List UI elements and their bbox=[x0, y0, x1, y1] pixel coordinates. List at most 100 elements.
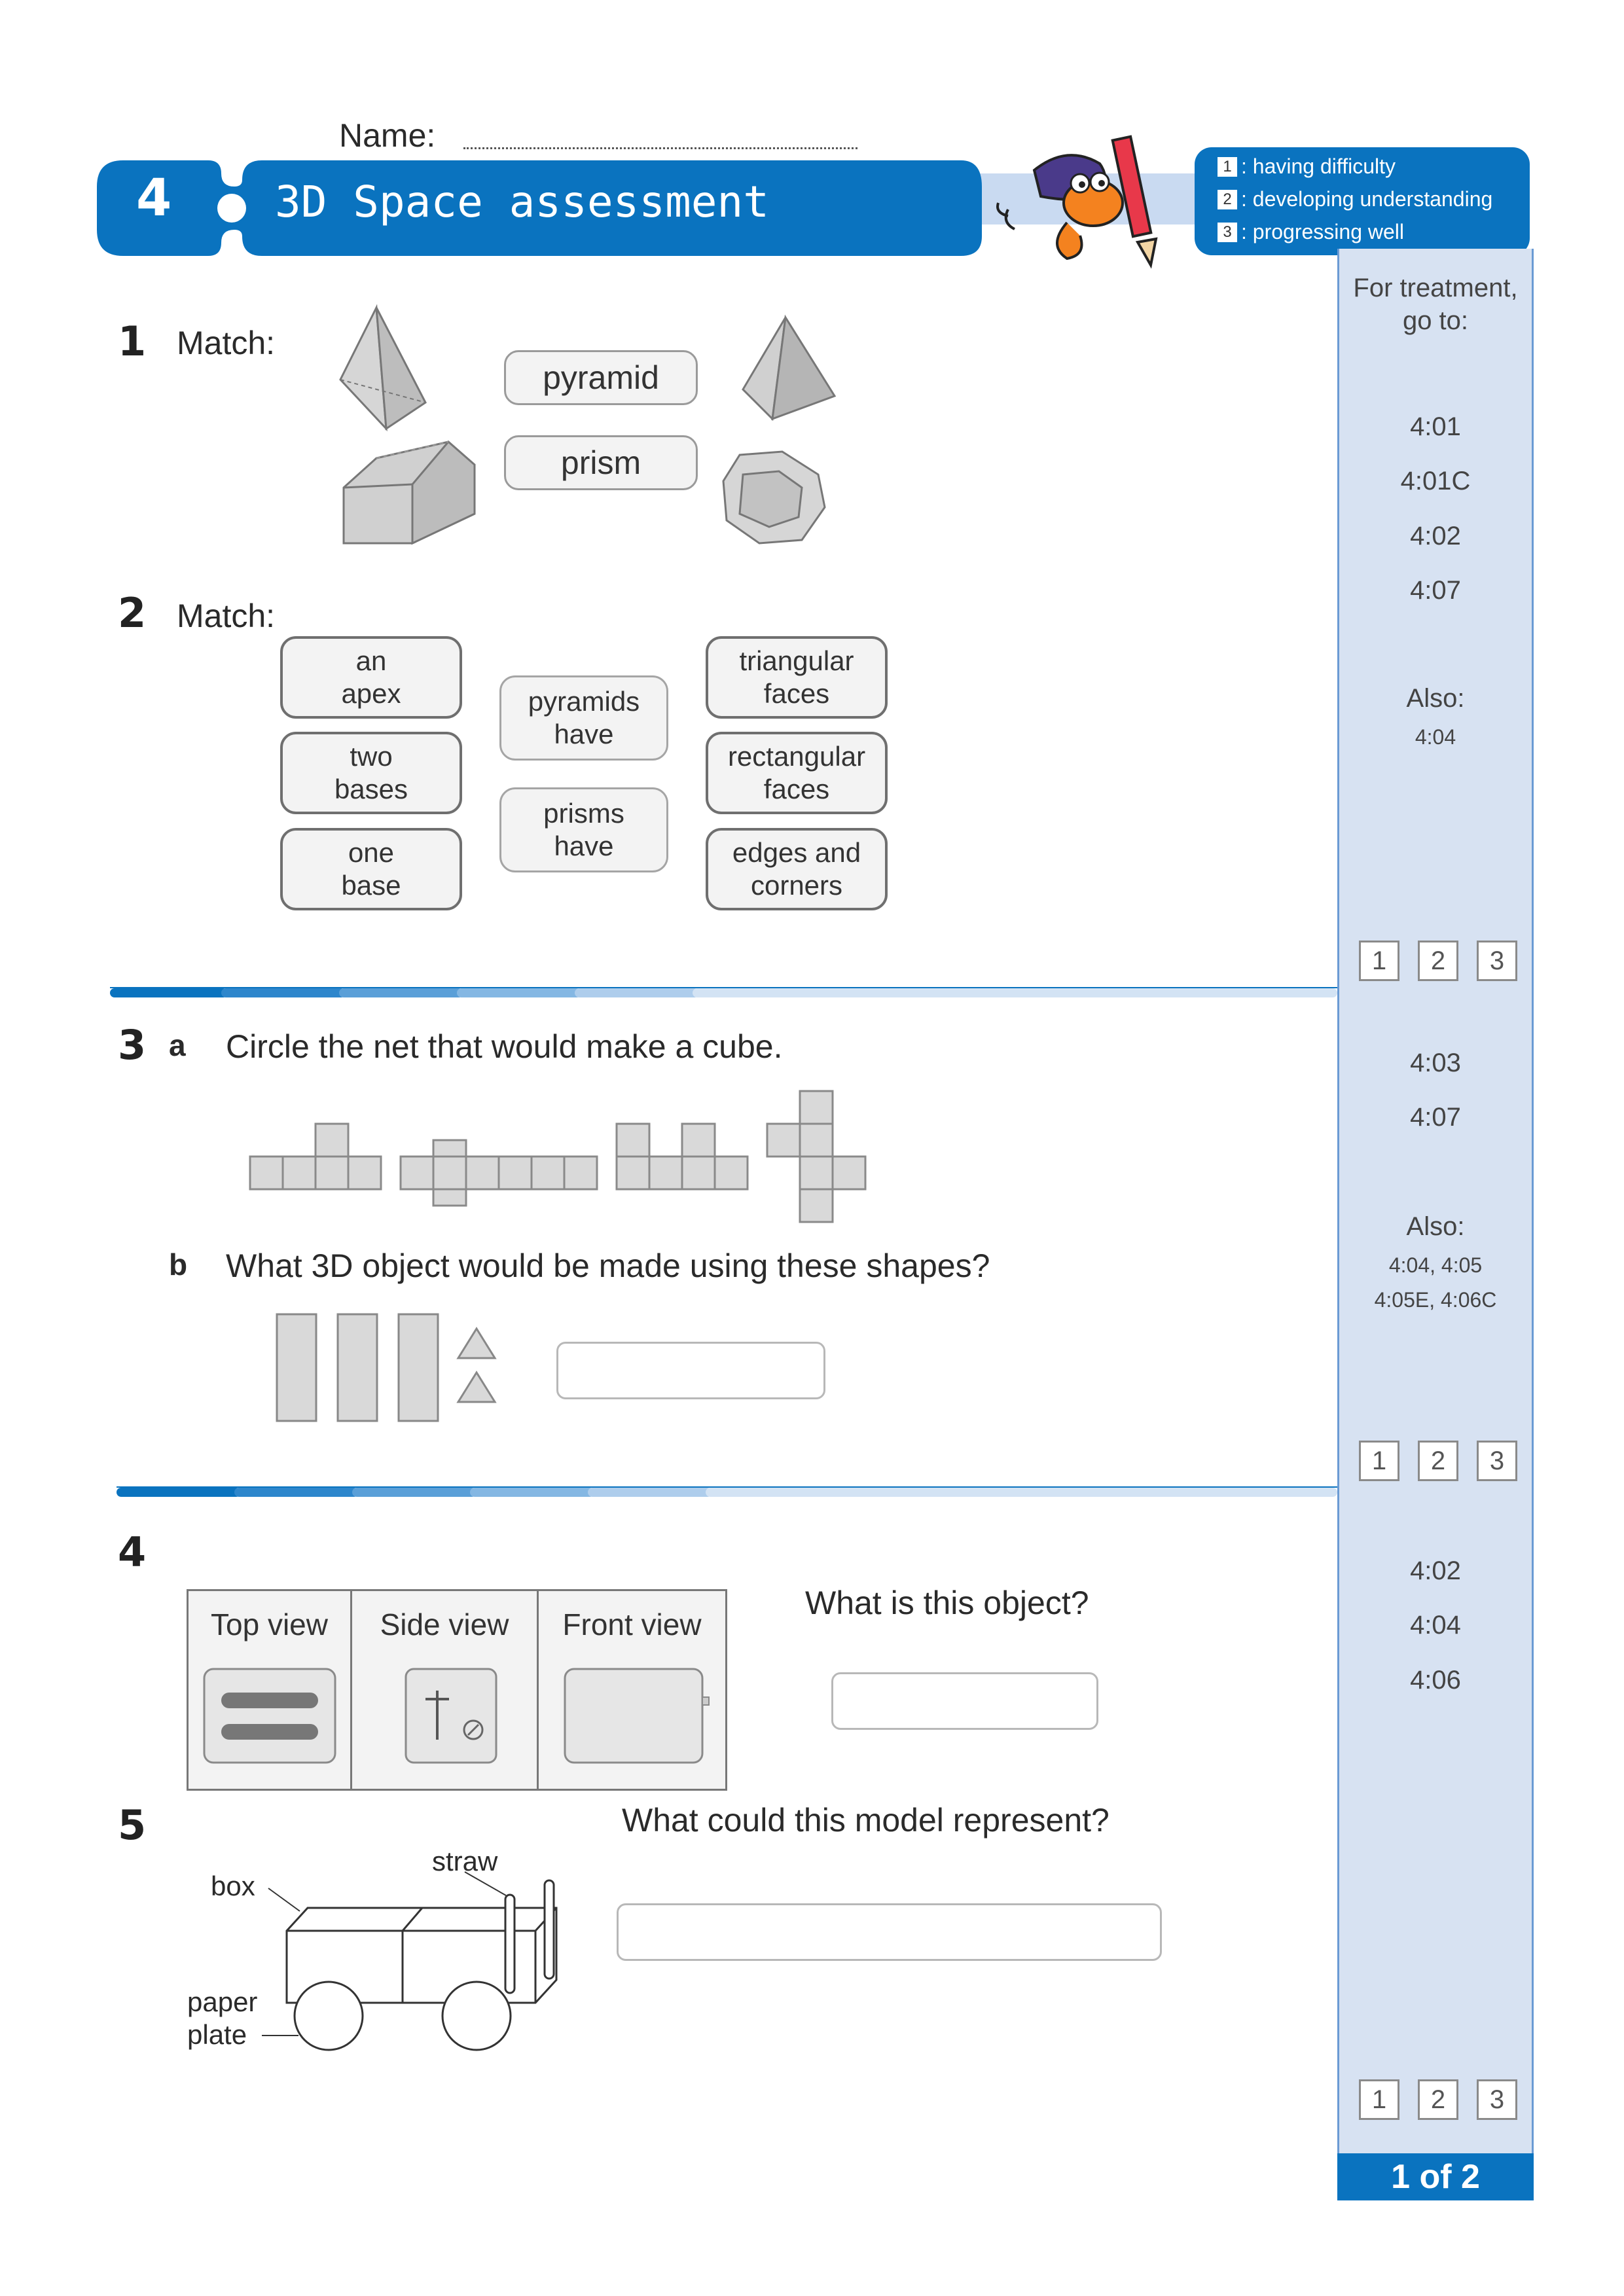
question-3b-letter: b bbox=[169, 1247, 188, 1282]
box-line: bases bbox=[334, 774, 408, 804]
sidebar-heading-2: go to: bbox=[1402, 306, 1469, 335]
sidebar-heading-1: For treatment, bbox=[1353, 274, 1518, 302]
ref-4-07: 4:07 bbox=[1410, 576, 1461, 605]
legend-num: 2 bbox=[1218, 189, 1237, 209]
rating-box-3[interactable]: 3 bbox=[1477, 2079, 1517, 2120]
cube-net-4[interactable] bbox=[766, 1090, 867, 1224]
side-view-cell: Side view bbox=[352, 1591, 539, 1789]
unit-number: 4 bbox=[136, 169, 172, 228]
rating-box-2[interactable]: 2 bbox=[1418, 2079, 1458, 2120]
top-view-cell: Top view bbox=[189, 1591, 352, 1789]
box-line: have bbox=[554, 831, 614, 861]
question-5-number: 5 bbox=[118, 1801, 147, 1849]
front-view-label: Front view bbox=[562, 1607, 702, 1641]
label-prism[interactable]: prism bbox=[504, 435, 698, 490]
legend-num: 1 bbox=[1218, 156, 1237, 177]
also-refs-2b: 4:05E, 4:06C bbox=[1374, 1288, 1497, 1312]
square-pyramid-icon bbox=[742, 314, 837, 422]
title-banner bbox=[97, 160, 982, 256]
label-paper: paper bbox=[187, 1986, 258, 2017]
box-line: apex bbox=[341, 678, 401, 709]
box-line: prisms bbox=[543, 798, 624, 829]
name-label: Name: bbox=[339, 117, 436, 154]
prism-faces-icon bbox=[276, 1313, 497, 1422]
label-plate: plate bbox=[187, 2019, 247, 2050]
cube-net-1[interactable] bbox=[249, 1122, 383, 1191]
legend-text: : having difficulty bbox=[1241, 154, 1396, 178]
question-3a-letter: a bbox=[169, 1028, 186, 1062]
answer-5-input[interactable] bbox=[617, 1903, 1162, 1961]
box-line: rectangular bbox=[727, 741, 866, 772]
difficulty-legend bbox=[1195, 147, 1530, 255]
cube-net-2[interactable] bbox=[399, 1139, 602, 1208]
box-line: base bbox=[341, 870, 401, 901]
legend-num: 3 bbox=[1218, 222, 1237, 242]
ref-4-06: 4:06 bbox=[1410, 1666, 1461, 1695]
also-label-2: Also: bbox=[1406, 1212, 1465, 1241]
name-field[interactable] bbox=[463, 147, 857, 149]
views-table: Top view Side view Front view bbox=[187, 1589, 727, 1791]
treatment-sidebar bbox=[1337, 249, 1534, 2200]
toaster-front-view-icon bbox=[564, 1668, 710, 1764]
question-3b-text: What 3D object would be made using these… bbox=[226, 1247, 990, 1284]
answer-3b-input[interactable] bbox=[556, 1342, 825, 1399]
box-line: an bbox=[355, 645, 387, 676]
rating-box-2[interactable]: 2 bbox=[1418, 941, 1458, 981]
question-3-number: 3 bbox=[118, 1021, 147, 1069]
box-line: triangular bbox=[739, 645, 854, 676]
top-view-label: Top view bbox=[211, 1607, 328, 1641]
ref-4-03: 4:03 bbox=[1410, 1049, 1461, 1077]
cube-net-3[interactable] bbox=[615, 1122, 749, 1191]
rating-box-1[interactable]: 1 bbox=[1359, 1441, 1399, 1481]
page-indicator-text: 1 of 2 bbox=[1391, 2158, 1480, 2196]
front-view-cell: Front view bbox=[539, 1591, 725, 1789]
box-line: edges and bbox=[732, 837, 861, 868]
label-pyramid[interactable]: pyramid bbox=[504, 350, 698, 405]
rating-box-1[interactable]: 1 bbox=[1359, 941, 1399, 981]
tetrahedron-pyramid-icon bbox=[339, 304, 427, 432]
ref-4-07-b: 4:07 bbox=[1410, 1103, 1461, 1132]
legend-text: : progressing well bbox=[1241, 220, 1404, 243]
rating-box-3[interactable]: 3 bbox=[1477, 941, 1517, 981]
toaster-top-view-icon bbox=[203, 1668, 336, 1764]
also-ref: 4:04 bbox=[1415, 725, 1456, 749]
page-title: 3D Space assessment bbox=[275, 177, 769, 227]
toaster-side-view-icon bbox=[405, 1668, 497, 1764]
page-indicator: 1 of 2 bbox=[1337, 2153, 1534, 2200]
label-straw: straw bbox=[432, 1846, 498, 1876]
pentagonal-prism-icon bbox=[342, 440, 476, 545]
question-3a-text: Circle the net that would make a cube. bbox=[226, 1028, 783, 1065]
question-4-text: What is this object? bbox=[805, 1585, 1089, 1621]
also-label: Also: bbox=[1406, 684, 1465, 713]
truck-model-drawing bbox=[285, 1879, 558, 2051]
box-line: have bbox=[554, 719, 614, 749]
answer-4-input[interactable] bbox=[831, 1672, 1098, 1730]
legend-item-1: 1 : having difficulty bbox=[1218, 154, 1396, 179]
question-2-number: 2 bbox=[118, 589, 147, 637]
question-1-prompt: Match: bbox=[177, 325, 276, 361]
legend-item-2: 2 : developing understanding bbox=[1218, 187, 1492, 211]
ref-4-02: 4:02 bbox=[1410, 522, 1461, 550]
box-line: faces bbox=[763, 774, 830, 804]
label-box: box bbox=[211, 1871, 255, 1901]
rating-box-1[interactable]: 1 bbox=[1359, 2079, 1399, 2120]
question-1-number: 1 bbox=[118, 317, 147, 365]
rating-box-2[interactable]: 2 bbox=[1418, 1441, 1458, 1481]
q5-leader-lines bbox=[262, 1871, 507, 2036]
rating-box-3[interactable]: 3 bbox=[1477, 1441, 1517, 1481]
heptagonal-prism-icon bbox=[722, 450, 826, 545]
box-line: pyramids bbox=[528, 686, 640, 717]
legend-item-3: 3 : progressing well bbox=[1218, 220, 1404, 244]
question-2-prompt: Match: bbox=[177, 598, 276, 634]
box-line: corners bbox=[750, 870, 843, 901]
box-line: two bbox=[350, 741, 393, 772]
also-refs-2a: 4:04, 4:05 bbox=[1388, 1253, 1483, 1277]
